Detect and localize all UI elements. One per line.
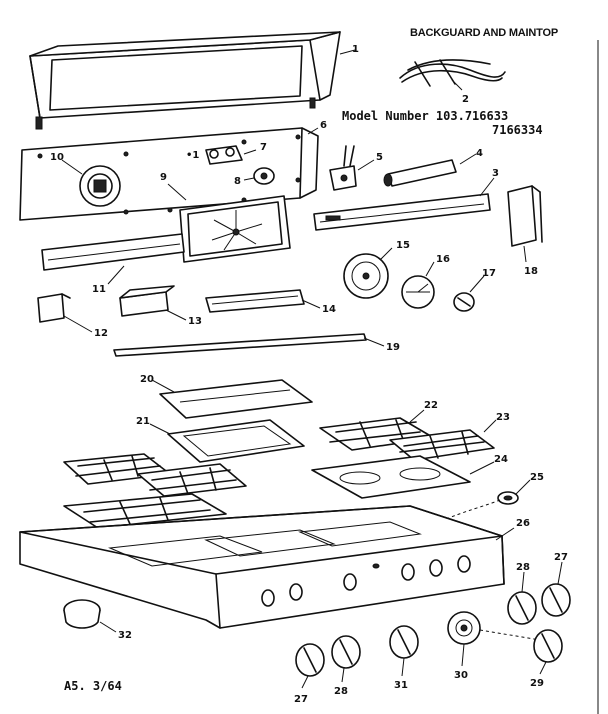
callout-16: 16	[436, 254, 450, 265]
callout-20: 20	[140, 374, 154, 385]
callout-4: 4	[476, 148, 483, 159]
part-switch: •1	[186, 145, 243, 165]
part-light-tube	[383, 159, 457, 187]
part-rod	[113, 333, 367, 357]
callout-9: 9	[160, 172, 167, 183]
callout-11: 11	[92, 284, 106, 295]
part-lower-trim	[313, 193, 491, 231]
part-clip	[37, 293, 71, 323]
part-backguard	[29, 31, 341, 130]
callout-22: 22	[424, 400, 438, 411]
callout-13: 13	[188, 316, 202, 327]
part-gauge	[401, 275, 435, 309]
diagram-title: BACKGUARD AND MAINTOP	[410, 27, 558, 39]
part-knob-27-left	[295, 643, 325, 677]
callout-25: 25	[530, 472, 544, 483]
callout-29: 29	[530, 678, 544, 689]
callout-26: 26	[516, 518, 530, 529]
callout-12: 12	[94, 328, 108, 339]
callout-32: 32	[118, 630, 132, 641]
part-bar	[205, 289, 305, 313]
part-valve	[329, 145, 357, 191]
svg-text:•1: •1	[186, 150, 199, 161]
part-timer	[79, 165, 121, 207]
callout-10: 10	[50, 152, 64, 163]
model-number-alt: 7166334	[492, 123, 543, 137]
part-knob-30	[447, 611, 481, 645]
part-grommet	[497, 491, 519, 505]
callout-7: 7	[260, 142, 267, 153]
callout-30: 30	[454, 670, 468, 681]
callout-1: 1	[352, 44, 359, 55]
callout-14: 14	[322, 304, 336, 315]
part-socket	[253, 167, 275, 185]
callout-23: 23	[496, 412, 510, 423]
part-maintop	[19, 505, 505, 629]
part-frame	[167, 419, 305, 463]
part-burner-lower	[63, 493, 227, 529]
callout-5: 5	[376, 152, 383, 163]
callout-19: 19	[386, 342, 400, 353]
callout-28-right: 28	[516, 562, 530, 573]
part-knob-28-right	[507, 591, 537, 625]
part-trim-strip	[41, 233, 185, 271]
part-knob-29	[533, 629, 563, 663]
callout-28-left: 28	[334, 686, 348, 697]
footer-code: A5. 3/64	[64, 679, 122, 693]
part-burner-pan	[311, 455, 471, 499]
part-grate-23	[389, 429, 495, 461]
part-small-knob	[453, 292, 475, 312]
part-knob-27-right	[541, 583, 571, 617]
part-bracket	[119, 285, 175, 317]
callout-18: 18	[524, 266, 538, 277]
callout-3: 3	[492, 168, 499, 179]
callout-2: 2	[462, 94, 469, 105]
callout-17: 17	[482, 268, 496, 279]
part-dial-large	[343, 253, 389, 299]
part-knob-31	[389, 625, 419, 659]
callout-21: 21	[136, 416, 150, 427]
callout-8: 8	[234, 176, 241, 187]
model-number-line: Model Number 103.716633	[342, 109, 508, 123]
part-top-plate	[159, 379, 313, 419]
callout-24: 24	[494, 454, 508, 465]
callout-6: 6	[320, 120, 327, 131]
callout-27-right: 27	[554, 552, 568, 563]
callout-15: 15	[396, 240, 410, 251]
callout-27-left: 27	[294, 694, 308, 705]
part-knob-28-left	[331, 635, 361, 669]
part-cap	[63, 599, 101, 629]
part-wiring	[399, 59, 506, 87]
part-side-bracket	[507, 185, 543, 247]
callout-31: 31	[394, 680, 408, 691]
part-grate-left	[63, 453, 247, 497]
